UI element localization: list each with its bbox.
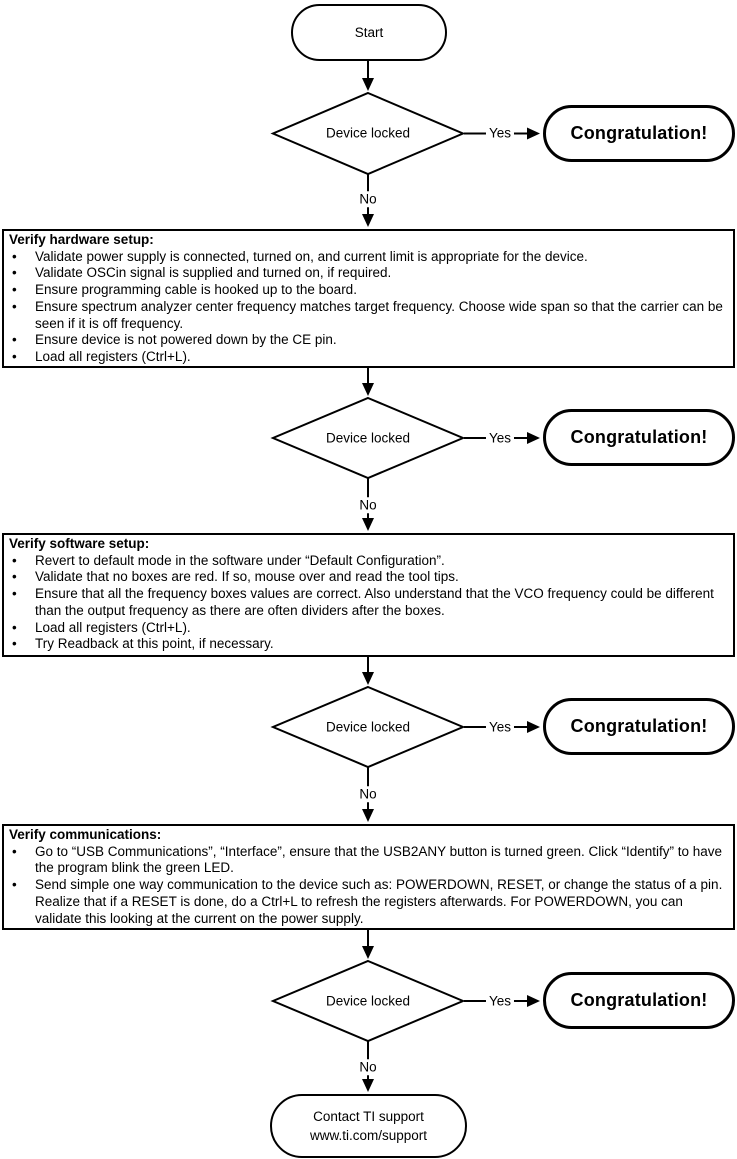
process-box-title: Verify communications:: [9, 827, 162, 842]
end-node-contact-support: Contact TI support www.ti.com/support: [270, 1094, 467, 1158]
bullet-item: Ensure that all the frequency boxes valu…: [4, 586, 729, 619]
bullet-item: Load all registers (Ctrl+L).: [4, 349, 729, 366]
bullet-icon: [4, 332, 35, 349]
bullet-icon: [4, 299, 35, 332]
bullet-text: Ensure spectrum analyzer center frequenc…: [35, 298, 723, 331]
bullet-text: Send simple one way communication to the…: [35, 877, 723, 926]
bullet-list: Revert to default mode in the software u…: [4, 553, 729, 653]
end-node-line2: www.ti.com/support: [309, 1128, 428, 1143]
bullet-item: Ensure device is not powered down by the…: [4, 332, 729, 349]
bullet-icon: [4, 877, 35, 927]
bullet-icon: [4, 620, 35, 637]
congratulation-node-1: Congratulation!: [543, 105, 735, 162]
bullet-text: Validate that no boxes are red. If so, m…: [35, 569, 459, 585]
bullet-item: Send simple one way communication to the…: [4, 877, 729, 927]
bullet-item: Go to “USB Communications”, “Interface”,…: [4, 844, 729, 877]
bullet-icon: [4, 569, 35, 586]
congratulation-node-2: Congratulation!: [543, 409, 735, 466]
bullet-icon: [4, 349, 35, 366]
bullet-item: Revert to default mode in the software u…: [4, 553, 729, 570]
bullet-icon: [4, 553, 35, 570]
bullet-text: Validate power supply is connected, turn…: [35, 248, 588, 264]
process-box-title: Verify hardware setup:: [9, 232, 154, 247]
process-box-hardware: Verify hardware setup: Validate power su…: [2, 229, 735, 368]
congratulation-label: Congratulation!: [570, 427, 708, 447]
decision-label-2: Device locked: [322, 430, 414, 446]
bullet-item: Load all registers (Ctrl+L).: [4, 620, 729, 637]
no-label-4: No: [356, 1059, 380, 1075]
bullet-icon: [4, 586, 35, 619]
decision-label-3: Device locked: [322, 719, 414, 735]
bullet-text: Ensure that all the frequency boxes valu…: [35, 586, 714, 618]
bullet-icon: [4, 265, 35, 282]
bullet-item: Try Readback at this point, if necessary…: [4, 636, 729, 653]
no-label-1: No: [356, 191, 380, 207]
bullet-icon: [4, 282, 35, 299]
bullet-icon: [4, 844, 35, 877]
bullet-text: Ensure device is not powered down by the…: [35, 332, 337, 348]
bullet-list: Validate power supply is connected, turn…: [4, 249, 729, 366]
bullet-text: Try Readback at this point, if necessary…: [35, 636, 274, 652]
bullet-list: Go to “USB Communications”, “Interface”,…: [4, 844, 729, 928]
congratulation-label: Congratulation!: [570, 716, 708, 736]
bullet-item: Ensure programming cable is hooked up to…: [4, 282, 729, 299]
bullet-icon: [4, 636, 35, 653]
process-box-communications: Verify communications: Go to “USB Commun…: [2, 824, 735, 930]
process-box-software: Verify software setup: Revert to default…: [2, 533, 735, 657]
bullet-text: Load all registers (Ctrl+L).: [35, 619, 191, 635]
bullet-item: Ensure spectrum analyzer center frequenc…: [4, 299, 729, 332]
bullet-text: Revert to default mode in the software u…: [35, 552, 445, 568]
no-label-3: No: [356, 786, 380, 802]
bullet-text: Ensure programming cable is hooked up to…: [35, 282, 357, 298]
bullet-text: Load all registers (Ctrl+L).: [35, 348, 191, 364]
congratulation-node-3: Congratulation!: [543, 698, 735, 755]
yes-label-3: Yes: [485, 719, 515, 735]
end-node-line1: Contact TI support: [313, 1109, 424, 1124]
process-box-title: Verify software setup:: [9, 536, 150, 551]
decision-label-4: Device locked: [322, 993, 414, 1009]
bullet-item: Validate OSCin signal is supplied and tu…: [4, 265, 729, 282]
bullet-item: Validate that no boxes are red. If so, m…: [4, 569, 729, 586]
yes-label-4: Yes: [485, 993, 515, 1009]
bullet-icon: [4, 249, 35, 266]
yes-label-2: Yes: [485, 430, 515, 446]
bullet-text: Go to “USB Communications”, “Interface”,…: [35, 843, 723, 876]
start-node: Start: [291, 4, 447, 61]
congratulation-node-4: Congratulation!: [543, 972, 735, 1029]
no-label-2: No: [356, 497, 380, 513]
congratulation-label: Congratulation!: [570, 990, 708, 1010]
decision-label-1: Device locked: [322, 125, 414, 141]
bullet-text: Validate OSCin signal is supplied and tu…: [35, 265, 392, 281]
start-label: Start: [354, 25, 384, 40]
congratulation-label: Congratulation!: [570, 123, 708, 143]
bullet-item: Validate power supply is connected, turn…: [4, 249, 729, 266]
yes-label-1: Yes: [485, 125, 515, 141]
